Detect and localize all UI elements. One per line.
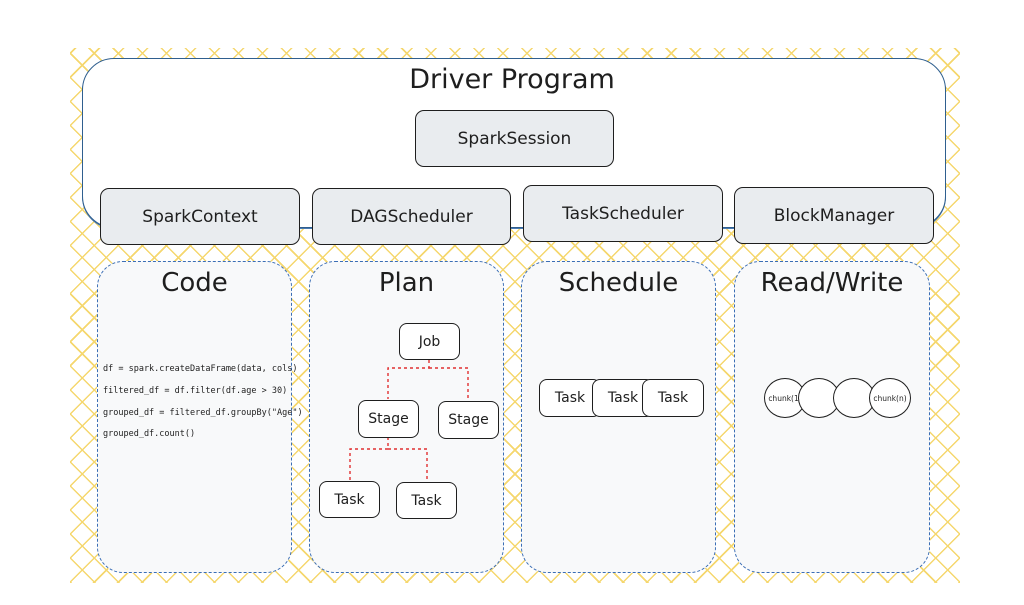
- scheduled-task-node: Task: [642, 379, 704, 417]
- block-manager-box: BlockManager: [734, 187, 934, 244]
- edge-stage-task-2: [388, 448, 428, 482]
- code-line: grouped_df = filtered_df.groupBy("Age"): [103, 408, 303, 418]
- task-node: Task: [396, 482, 457, 519]
- edge-stage-task-1: [349, 437, 389, 481]
- schedule-panel-title: Schedule: [558, 268, 679, 298]
- chunk-circle: [833, 378, 875, 418]
- read-write-panel-title: Read/Write: [760, 268, 904, 298]
- stage-node: Stage: [438, 401, 499, 439]
- scheduled-task-node: Task: [539, 379, 601, 417]
- schedule-panel: [521, 261, 716, 573]
- chunk-last: chunk(n): [869, 378, 911, 418]
- code-panel-title: Code: [161, 268, 228, 298]
- dag-scheduler-box: DAGScheduler: [312, 188, 511, 245]
- code-line: df = spark.createDataFrame(data, cols): [103, 364, 298, 374]
- edge-job-stage-2: [429, 367, 469, 400]
- driver-program-title: Driver Program: [409, 64, 615, 95]
- stage-node: Stage: [358, 400, 419, 438]
- plan-panel-title: Plan: [378, 268, 435, 298]
- edge-job-stage-1: [387, 360, 430, 399]
- spark-context-box: SparkContext: [100, 188, 300, 245]
- spark-session-box: SparkSession: [415, 110, 614, 167]
- task-node: Task: [319, 481, 380, 518]
- task-scheduler-box: TaskScheduler: [523, 185, 723, 242]
- code-line: grouped_df.count(): [103, 429, 196, 439]
- code-panel: [97, 261, 292, 573]
- code-line: filtered_df = df.filter(df.age > 30): [103, 386, 288, 396]
- read-write-panel: [734, 261, 930, 573]
- job-node: Job: [399, 323, 460, 360]
